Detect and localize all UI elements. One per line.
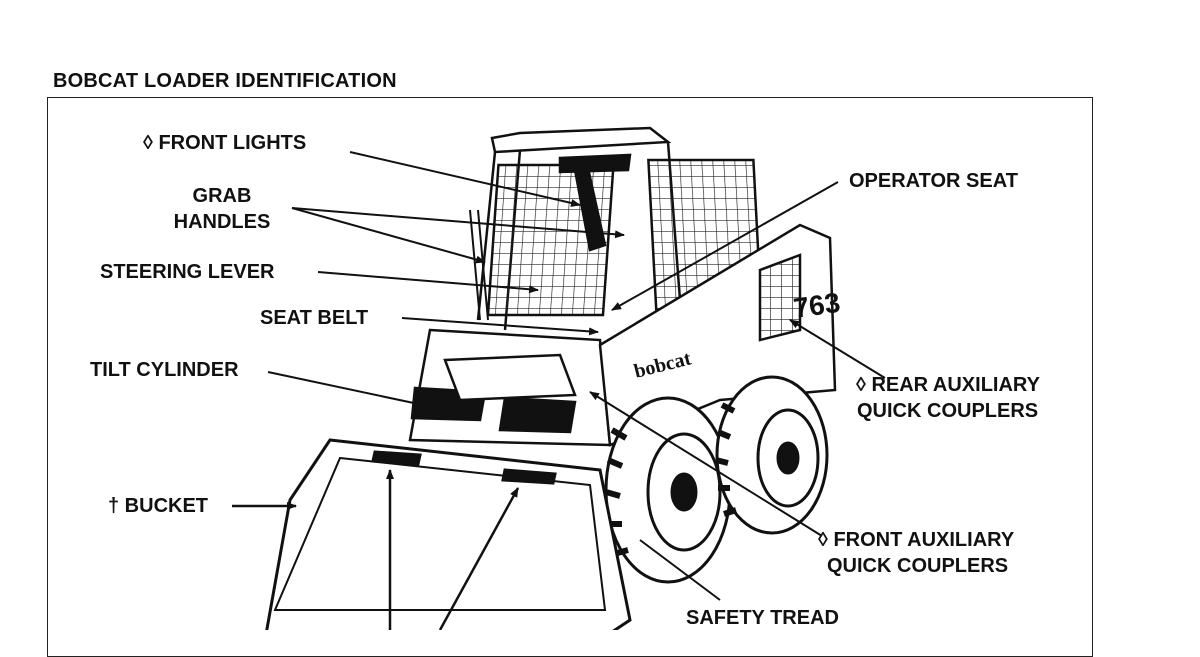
diagram-title: BOBCAT LOADER IDENTIFICATION — [53, 70, 397, 92]
label-rear-aux-couplers-line1: ◊ REAR AUXILIARY — [856, 374, 1040, 396]
label-grab-handles-line2: HANDLES — [173, 211, 271, 233]
label-front-aux-couplers-line2: QUICK COUPLERS — [827, 555, 1009, 577]
model-badge: 763 — [792, 287, 843, 324]
label-bucket: † BUCKET — [108, 495, 209, 517]
label-front-lights: ◊ FRONT LIGHTS — [143, 132, 307, 154]
label-rear-aux-couplers-line2: QUICK COUPLERS — [857, 400, 1039, 422]
front-wheel — [604, 396, 732, 584]
bucket — [265, 438, 632, 630]
label-grab-handles-line1: GRAB — [192, 185, 252, 207]
loader-illustration: 763 bobcat — [232, 126, 886, 630]
label-tilt-cylinder: TILT CYLINDER — [90, 359, 239, 381]
leader-lines — [232, 151, 886, 630]
label-steering-lever: STEERING LEVER — [100, 261, 275, 283]
rear-wheel — [715, 375, 829, 535]
label-operator-seat: OPERATOR SEAT — [849, 170, 1018, 192]
label-seat-belt: SEAT BELT — [260, 307, 369, 329]
label-front-aux-couplers-line1: ◊ FRONT AUXILIARY — [818, 529, 1015, 551]
label-safety-tread: SAFETY TREAD — [686, 607, 839, 629]
